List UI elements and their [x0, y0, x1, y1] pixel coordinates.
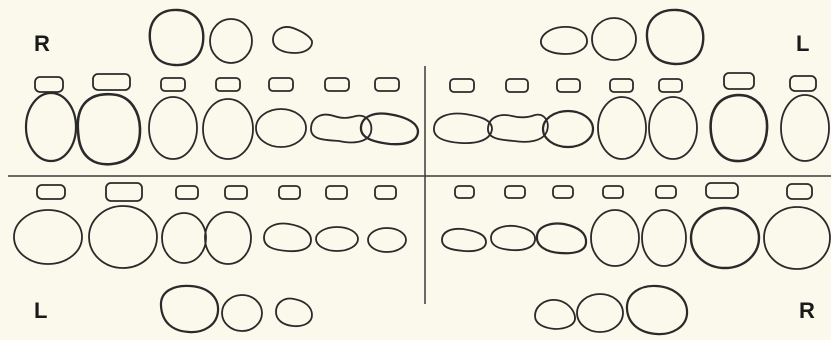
tooth-outline — [642, 210, 686, 266]
tooth-cross-section — [790, 76, 816, 91]
tooth-outline — [537, 224, 586, 254]
tooth-cross-section — [176, 186, 198, 199]
tooth-outline — [316, 227, 358, 251]
top-views-left — [541, 10, 703, 64]
tooth-outline — [89, 206, 157, 268]
tooth-outline — [541, 27, 587, 54]
tooth-outline — [598, 97, 646, 159]
lower-right-quadrant — [14, 183, 406, 268]
side-label-lower-left: L — [34, 300, 47, 322]
tooth-cross-section — [37, 185, 65, 199]
tooth-outline — [150, 10, 203, 65]
tooth-cross-section — [269, 78, 293, 91]
tooth-outline — [14, 210, 82, 264]
tooth-outline — [592, 18, 636, 60]
tooth-cross-section — [375, 186, 396, 199]
tooth-outline — [311, 115, 371, 143]
tooth-outline — [264, 224, 311, 252]
tooth-cross-section — [216, 78, 240, 91]
tooth-outline — [149, 97, 197, 159]
tooth-cross-section — [656, 186, 676, 198]
tooth-outline — [764, 207, 830, 269]
tooth-cross-section — [505, 186, 525, 198]
tooth-outline — [26, 93, 76, 161]
tooth-outline — [535, 300, 575, 329]
top-views-right — [150, 10, 312, 65]
bottom-views-right — [535, 286, 687, 334]
tooth-cross-section — [35, 77, 63, 92]
tooth-outline — [210, 19, 252, 63]
tooth-cross-section — [506, 79, 528, 92]
side-label-lower-right: R — [799, 300, 815, 322]
upper-left-quadrant — [434, 73, 829, 161]
upper-right-quadrant — [26, 74, 418, 164]
lower-left-quadrant — [442, 183, 830, 269]
tooth-outline — [203, 99, 253, 159]
tooth-outline — [488, 115, 548, 142]
tooth-cross-section — [724, 73, 754, 89]
tooth-outline — [256, 109, 306, 147]
tooth-cross-section — [557, 79, 580, 92]
tooth-outline — [222, 295, 262, 331]
tooth-cross-section — [375, 78, 399, 91]
tooth-outline — [162, 213, 206, 263]
tooth-outline — [205, 212, 251, 264]
tooth-outline — [442, 229, 486, 251]
tooth-cross-section — [93, 74, 130, 90]
tooth-outline — [273, 27, 312, 53]
tooth-outline — [491, 226, 535, 250]
tooth-cross-section — [325, 78, 349, 91]
tooth-cross-section — [455, 186, 474, 198]
tooth-outline — [781, 95, 829, 161]
tooth-cross-section — [603, 186, 623, 198]
tooth-cross-section — [787, 184, 812, 199]
side-label-upper-left: L — [796, 33, 809, 55]
tooth-outline — [434, 114, 492, 144]
tooth-outline — [647, 10, 703, 64]
tooth-outline — [591, 210, 639, 266]
tooth-outline — [577, 294, 623, 332]
tooth-cross-section — [706, 183, 738, 198]
tooth-outline — [361, 114, 418, 145]
tooth-outline — [276, 299, 312, 327]
tooth-cross-section — [106, 183, 142, 201]
side-label-upper-right: R — [34, 33, 50, 55]
tooth-cross-section — [326, 186, 347, 199]
tooth-outline — [368, 228, 406, 252]
tooth-cross-section — [659, 79, 682, 92]
tooth-outline — [691, 208, 759, 268]
tooth-cross-section — [225, 186, 247, 199]
tooth-outline — [543, 111, 593, 147]
tooth-cross-section — [161, 78, 185, 91]
tooth-cross-section — [279, 186, 300, 199]
tooth-outline — [627, 286, 687, 334]
tooth-cross-section — [450, 79, 474, 92]
bottom-views-left — [161, 286, 312, 332]
tooth-outline — [649, 97, 697, 159]
tooth-cross-section — [553, 186, 573, 198]
tooth-outline — [711, 95, 767, 161]
tooth-cross-section — [610, 79, 633, 92]
tooth-outline — [161, 286, 218, 332]
tooth-outline — [78, 94, 140, 164]
